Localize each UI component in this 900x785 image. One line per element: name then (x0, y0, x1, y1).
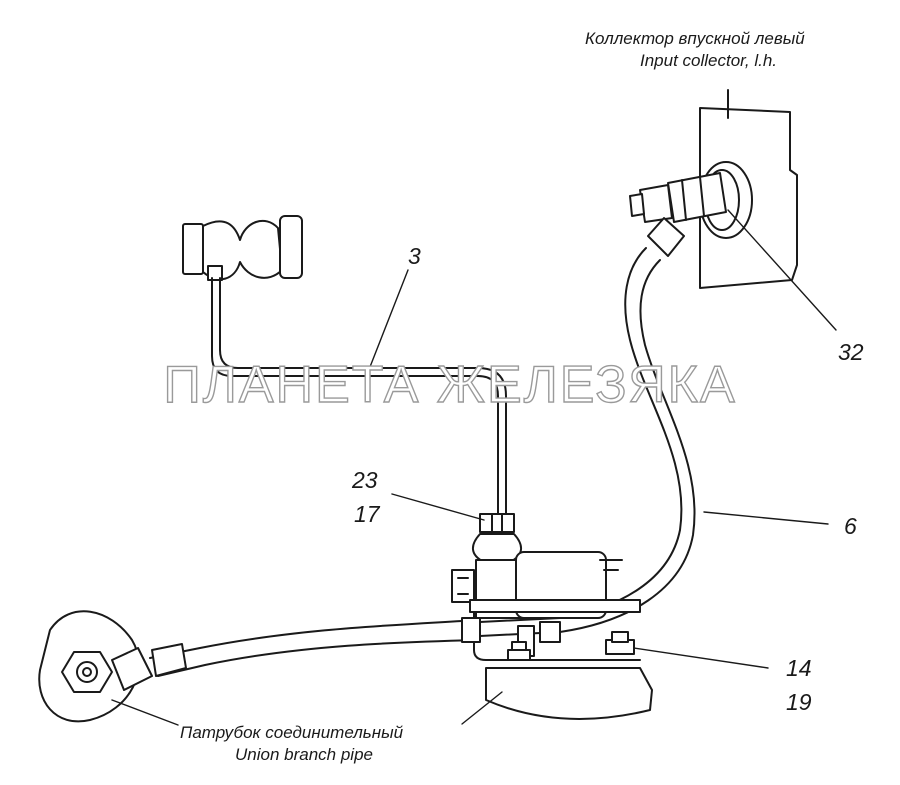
union-branch-pipe (38, 610, 187, 723)
callout-32: 32 (838, 339, 864, 365)
callout-3: 3 (408, 243, 421, 269)
union-label-ru: Патрубок соединительный (180, 723, 404, 742)
leader-lines (111, 209, 837, 726)
bolt-14-19 (507, 641, 531, 661)
callout-23: 23 (352, 467, 378, 493)
sensor-32 (629, 161, 753, 257)
lower-hose (149, 617, 481, 677)
collector-label-ru: Коллектор впускной левый (585, 29, 805, 48)
callout-14: 14 (786, 655, 812, 681)
watermark: ПЛАНЕТА ЖЕЛЕЗЯКА (163, 355, 737, 414)
callout-19: 19 (786, 689, 812, 715)
callout-17: 17 (354, 501, 380, 527)
mounting-bracket (485, 621, 653, 720)
callout-6: 6 (844, 513, 857, 539)
union-nut-23-17 (472, 513, 522, 563)
air-fitting-top (182, 215, 303, 281)
tube-3 (211, 277, 507, 516)
solenoid-valve (451, 551, 641, 661)
collector-label-en: Input collector, l.h. (640, 51, 778, 70)
union-label-en: Union branch pipe (235, 745, 373, 764)
